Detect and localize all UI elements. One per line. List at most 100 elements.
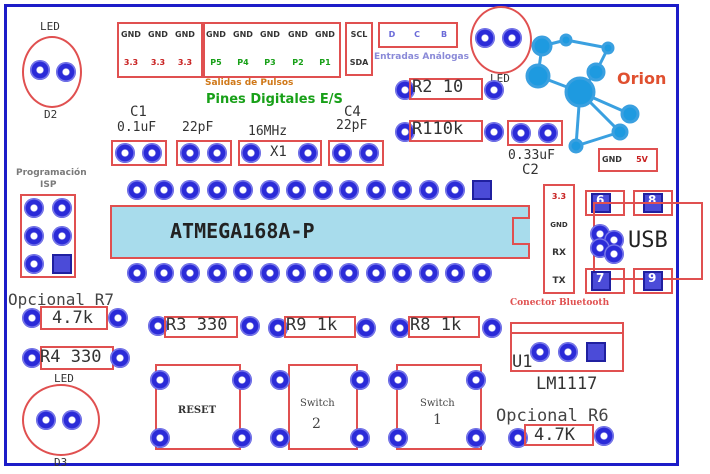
chip-pin-top: [127, 180, 147, 200]
r3-pad: [240, 316, 260, 336]
r4-pad: [110, 348, 130, 368]
switch2-number: 2: [312, 416, 321, 432]
isp-pad: [52, 198, 72, 218]
r9-label: R9: [286, 315, 307, 335]
led2-outline: [470, 6, 532, 74]
chip-pin-bottom: [127, 263, 147, 283]
chip-pin-top: [233, 180, 253, 200]
u1-label: U1: [512, 352, 533, 372]
chip-pin-bottom: [365, 263, 386, 283]
pulse-pin: P4: [237, 58, 249, 67]
r2-body: [409, 78, 483, 100]
gnd-pin: GND: [602, 155, 622, 164]
chip-pin-top: [312, 180, 333, 200]
c4-pad: [332, 143, 352, 163]
chip-pin-bottom: [418, 263, 439, 283]
chip-pin-bottom: [233, 263, 253, 283]
r6-value: 4.7K: [534, 425, 575, 445]
led1-label: LED: [40, 20, 60, 33]
chip-pin-bottom: [259, 263, 280, 283]
gnd-pin: GND: [288, 30, 308, 39]
chip-pin-top: [259, 180, 280, 200]
reset-label: RESET: [177, 400, 217, 422]
r1-pad: [484, 122, 504, 142]
switch1-number: 1: [433, 412, 442, 428]
c4-label: C4: [344, 104, 361, 120]
switch1-button[interactable]: [396, 364, 482, 450]
bt-rx: RX: [552, 248, 566, 258]
usb-n6: 6: [596, 193, 605, 207]
gnd-pin: GND: [175, 30, 195, 39]
bt-header: [543, 184, 575, 294]
r9-pad: [268, 318, 288, 338]
r4-pad: [22, 348, 42, 368]
c2-label: C2: [522, 162, 539, 178]
isp-pad: [24, 226, 44, 246]
usb-pad: [604, 244, 624, 264]
usb-label: USB: [628, 228, 668, 253]
chip-pin-top: [206, 180, 227, 200]
c1-value: 0.1uF: [117, 120, 157, 135]
chip-pin-top: [180, 180, 200, 200]
sda-pin: SDA: [349, 58, 369, 67]
r2-pad: [484, 80, 504, 100]
usb-pad-9: [633, 268, 673, 294]
u1-pad-square: [586, 342, 606, 362]
r8-pad: [482, 318, 502, 338]
r1-label: R1: [412, 119, 433, 139]
usb-n8: 8: [648, 193, 657, 207]
scl-pin: SCL: [350, 30, 368, 39]
r9-value: 1k: [316, 315, 338, 335]
c2-body: [507, 120, 563, 146]
c1-pad: [115, 143, 135, 163]
bt-v33: 3.3: [551, 192, 567, 201]
c3-pad: [180, 143, 200, 163]
led3-outline: [22, 384, 100, 456]
gnd-pin: GND: [148, 30, 168, 39]
pulse-pin: P5: [210, 58, 222, 67]
led1-pad-a: [30, 60, 50, 80]
gnd-pin: GND: [206, 30, 226, 39]
xtal-pad: [241, 143, 261, 163]
r1-value: 10k: [432, 119, 464, 139]
isp-pad-square: [52, 254, 72, 274]
xtal-pad: [298, 143, 318, 163]
chip-pin-bottom: [339, 263, 359, 283]
switch2-button[interactable]: [288, 364, 358, 450]
r2-value: 10: [442, 77, 464, 97]
d2-label: D2: [44, 108, 58, 121]
u1-pad: [558, 342, 578, 362]
c4-pad: [359, 143, 379, 163]
isp-pad: [24, 198, 44, 218]
gnd-pin: GND: [315, 30, 335, 39]
chip-pin-bottom: [445, 263, 465, 283]
r9-pad: [356, 318, 376, 338]
d3-label: D3: [54, 456, 68, 469]
u1-name: LM1117: [536, 374, 598, 394]
pulses-label: Salidas de Pulsos: [205, 78, 294, 88]
switch2-label: Switch: [300, 398, 335, 409]
r8-label: R8: [410, 315, 431, 335]
led3-label: LED: [54, 372, 74, 385]
r8-value: 1k: [440, 315, 462, 335]
r1-body: [409, 120, 483, 142]
xtal-body: [238, 140, 322, 166]
u1-pad: [530, 342, 550, 362]
usb-n9: 9: [648, 271, 657, 285]
usb-pad-7: [585, 268, 625, 294]
analog-pin: B: [440, 30, 448, 39]
pulses-header: [203, 22, 341, 78]
v33-pin: 3.3: [123, 58, 139, 67]
led1-outline: [22, 36, 82, 108]
xtal-freq: 16MHz: [248, 124, 288, 139]
gnd-pin: GND: [260, 30, 280, 39]
r4-value: 330: [70, 347, 102, 367]
orion-logo: [525, 33, 640, 154]
r3-label: R3: [166, 315, 187, 335]
bt-tx: TX: [552, 276, 566, 286]
reset-button[interactable]: [155, 364, 241, 450]
r7-pad: [108, 308, 128, 328]
chip-pin-top: [339, 180, 359, 200]
chip-pin-bottom: [286, 263, 306, 283]
isp-pad: [52, 226, 72, 246]
